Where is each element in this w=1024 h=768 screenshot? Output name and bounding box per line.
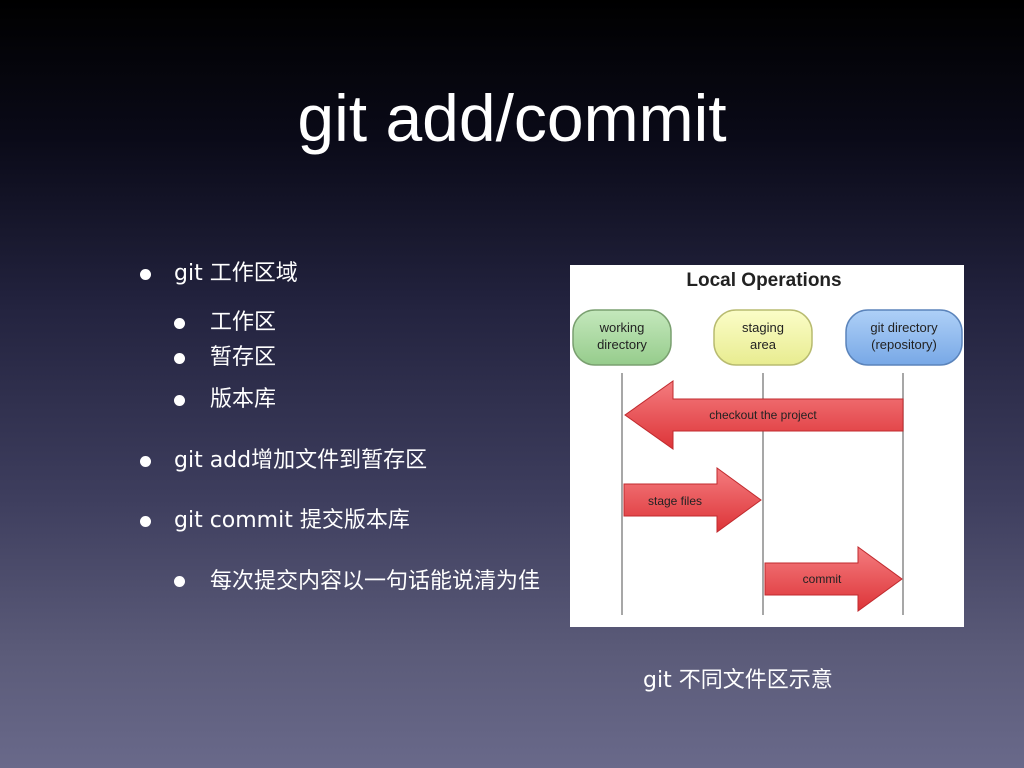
node-git-directory-line2: (repository) [871,337,937,352]
arrow-checkout: checkout the project [624,380,904,450]
bullet-text: git commit 提交版本库 [174,508,410,533]
node-staging-area-line2: area [750,337,777,352]
node-working-directory-line2: directory [597,337,647,352]
node-git-directory: git directory (repository) [845,309,963,366]
slide-title: git add/commit [297,81,727,155]
bullet-git-commit: git commit 提交版本库 [140,506,410,536]
sub-bullet-repository: 版本库 [174,385,277,415]
arrow-checkout-label: checkout the project [709,408,817,422]
bullet-dot-icon [140,269,151,280]
bullet-text: git add增加文件到暂存区 [174,448,428,473]
node-git-directory-line1: git directory [870,320,938,335]
bullet-text: git 工作区域 [174,261,298,286]
sub-bullet-commit-message: 每次提交内容以一句话能说清为佳 [174,566,541,598]
bullet-dot-icon [174,318,185,329]
arrow-commit: commit [764,546,903,612]
diagram-svg: Local Operations working directory stagi… [572,270,963,615]
arrow-stage-files: stage files [623,467,762,533]
bullet-dot-icon [174,576,185,587]
node-staging-area: staging area [713,309,813,366]
bullet-dot-icon [174,353,185,364]
bullet-dot-icon [140,456,151,467]
bullet-git-add: git add增加文件到暂存区 [140,446,428,476]
node-working-directory: working directory [572,309,672,366]
bullet-text: 版本库 [210,387,277,412]
local-operations-diagram: Local Operations working directory stagi… [570,265,964,627]
bullet-text: 每次提交内容以一句话能说清为佳 [210,569,541,594]
sub-bullet-staging: 暂存区 [174,343,277,373]
bullet-text: 暂存区 [210,345,277,370]
diagram-caption: git 不同文件区示意 [643,668,833,693]
node-staging-area-line1: staging [742,320,784,335]
sub-bullet-working-dir: 工作区 [174,308,277,338]
bullet-git-work-areas: git 工作区域 [140,259,298,289]
bullet-dot-icon [174,395,185,406]
bullet-list: git 工作区域 工作区 暂存区 版本库 git add增加文件到暂存区 git… [0,0,560,768]
arrow-stage-files-label: stage files [648,494,702,508]
node-working-directory-line1: working [599,320,645,335]
bullet-text: 工作区 [210,310,277,335]
diagram-title: Local Operations [686,270,841,291]
arrow-commit-label: commit [803,572,842,586]
bullet-dot-icon [140,516,151,527]
